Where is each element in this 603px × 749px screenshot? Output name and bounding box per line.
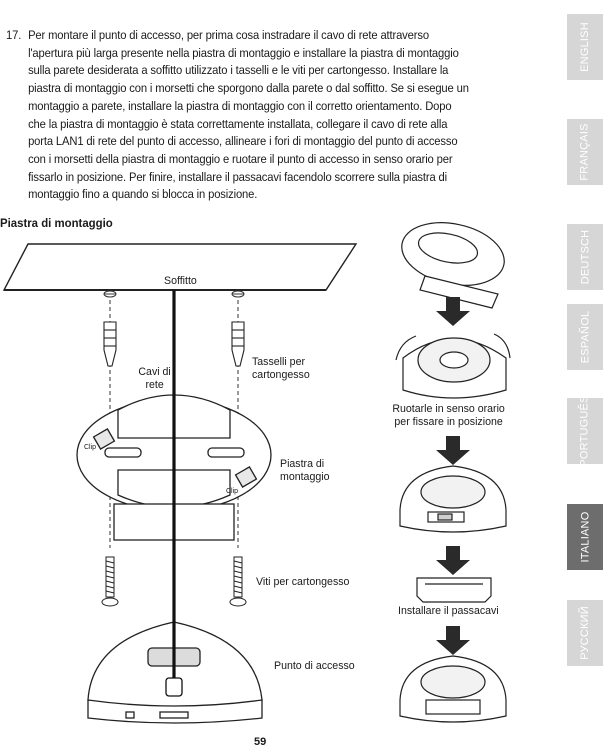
step-plate-3d xyxy=(401,222,505,309)
step-final-ap xyxy=(399,655,507,723)
language-tabs: ENGLISH FRANÇAIS DEUTSCH ESPAÑOL PORTUGU… xyxy=(567,0,603,749)
screw-left xyxy=(101,556,119,607)
arrow-down-icon xyxy=(436,436,470,465)
ceiling-label: Soffitto xyxy=(164,275,197,287)
access-point-label: Punto di accesso xyxy=(274,660,355,672)
step-rotate-illustration xyxy=(395,333,511,399)
cable-cover-illustration xyxy=(416,577,492,603)
instruction-line: montaggio fino a quando si blocca in pos… xyxy=(28,187,258,202)
screws-label: Viti per cartongesso xyxy=(256,576,350,588)
tab-italiano[interactable]: ITALIANO xyxy=(567,504,603,570)
tab-english[interactable]: ENGLISH xyxy=(567,14,603,80)
clip-label-right: Clip xyxy=(226,488,239,495)
cable-label: Cavi di rete xyxy=(138,366,171,391)
step-mounted-ap xyxy=(399,465,507,533)
wall-anchor-right xyxy=(231,321,245,367)
tab-espanol[interactable]: ESPAÑOL xyxy=(567,304,603,370)
step-number: 17. xyxy=(6,28,22,42)
tab-portugues[interactable]: PORTUGUÊS xyxy=(567,395,603,467)
instruction-line: porta LAN1 di rete del punto di accesso,… xyxy=(28,134,458,149)
instruction-line: con i morsetti della piastra di montaggi… xyxy=(28,151,453,166)
arrow-down-icon xyxy=(436,626,470,655)
wall-anchor-left xyxy=(103,321,117,367)
instruction-line: che la piastra di montaggio è stata corr… xyxy=(28,116,448,131)
clip-label-left: Clip xyxy=(84,444,97,451)
instruction-step: 17.Per montare il punto di accesso, per … xyxy=(6,27,498,204)
tab-russkiy[interactable]: РУССКИЙ xyxy=(567,600,603,666)
page-number: 59 xyxy=(254,736,267,748)
arrow-down-icon xyxy=(436,546,470,575)
cover-label: Installare il passacavi xyxy=(398,605,499,617)
network-cable xyxy=(165,290,183,697)
drill-guides xyxy=(103,290,245,548)
instruction-line: montaggio a parete, installare la piastr… xyxy=(28,98,452,113)
mounting-diagram xyxy=(2,222,511,724)
instruction-line: sulla parete desiderata a soffitto utili… xyxy=(28,63,449,78)
arrow-down-icon xyxy=(436,297,470,326)
instruction-line: l'apertura più larga presente nella pias… xyxy=(28,45,459,60)
ceiling-illustration xyxy=(2,243,358,291)
tab-francais[interactable]: FRANÇAIS xyxy=(567,119,603,185)
instruction-line: piastra di montaggio con i morsetti che … xyxy=(28,81,469,96)
tab-deutsch[interactable]: DEUTSCH xyxy=(567,224,603,290)
anchors-label: Tasselli per cartongesso xyxy=(252,356,310,381)
plate-label: Piastra di montaggio xyxy=(280,458,330,483)
instruction-line: 17.Per montare il punto di accesso, per … xyxy=(6,27,498,45)
section-heading: Piastra di montaggio xyxy=(0,216,113,230)
instruction-line: fissarlo in posizione. Per finire, insta… xyxy=(28,169,447,184)
rotate-label: Ruotarle in senso orario per fissare in … xyxy=(392,403,505,428)
screw-right xyxy=(229,556,247,607)
